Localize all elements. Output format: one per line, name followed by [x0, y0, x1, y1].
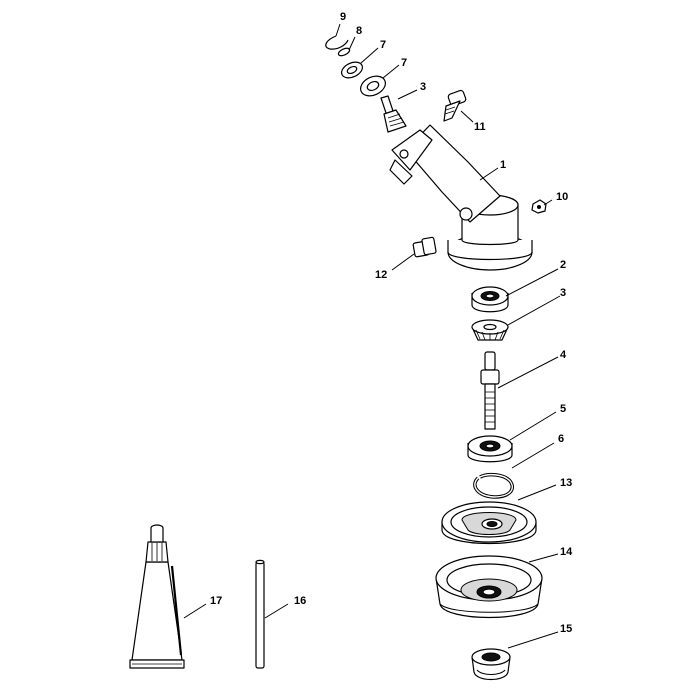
part-bearing-5[interactable]	[467, 435, 513, 463]
part-shaft-4[interactable]	[480, 351, 500, 430]
callout-plug-12: 12	[375, 269, 387, 281]
callout-bearing-2: 2	[560, 259, 566, 271]
callout-grease-tube-17: 17	[210, 595, 222, 607]
callout-ring-9: 9	[340, 11, 346, 23]
part-rod-16[interactable]	[255, 559, 265, 669]
callout-nut-10: 10	[556, 191, 568, 203]
part-nut-15[interactable]	[471, 648, 511, 681]
callout-bearing-7b: 7	[401, 57, 407, 69]
part-bevel-gear-3[interactable]	[471, 319, 509, 341]
part-gear-housing-1[interactable]	[389, 124, 533, 271]
callout-gear-housing-1: 1	[500, 159, 506, 171]
part-circlip-6[interactable]	[473, 472, 515, 499]
part-bearing-7b[interactable]	[357, 72, 388, 99]
callout-bearing-5: 5	[560, 403, 566, 415]
part-cup-14[interactable]	[435, 555, 543, 619]
callout-bevel-gear-3: 3	[560, 287, 566, 299]
callout-screw-11: 11	[474, 121, 486, 133]
callout-thrust-plate-13: 13	[560, 477, 572, 489]
part-grease-tube-17[interactable]	[129, 524, 185, 669]
part-plug-12[interactable]	[412, 236, 437, 258]
callout-nut-15: 15	[560, 623, 572, 635]
callout-bevel-gear-3-top: 3	[420, 81, 426, 93]
part-thrust-plate-13[interactable]	[441, 501, 537, 545]
part-bearing-2[interactable]	[471, 286, 509, 313]
callout-circlip-6: 6	[558, 433, 564, 445]
leader-lines	[183, 23, 561, 649]
part-ring-9[interactable]	[325, 35, 349, 50]
part-nut-10[interactable]	[531, 199, 547, 214]
callout-cup-14: 14	[560, 546, 573, 558]
callout-washer-8: 8	[356, 25, 362, 37]
callout-shaft-4: 4	[560, 349, 567, 361]
part-bevel-gear-3-top[interactable]	[380, 95, 407, 133]
callout-labels: 9 8 7 7 3 11 1 10 12 2 3 4 5 6 13 14 15 …	[210, 11, 573, 635]
part-screw-11[interactable]	[443, 89, 467, 122]
callout-rod-16: 16	[294, 595, 306, 607]
callout-bearing-7a: 7	[380, 39, 386, 51]
part-bearing-7a[interactable]	[339, 59, 365, 81]
